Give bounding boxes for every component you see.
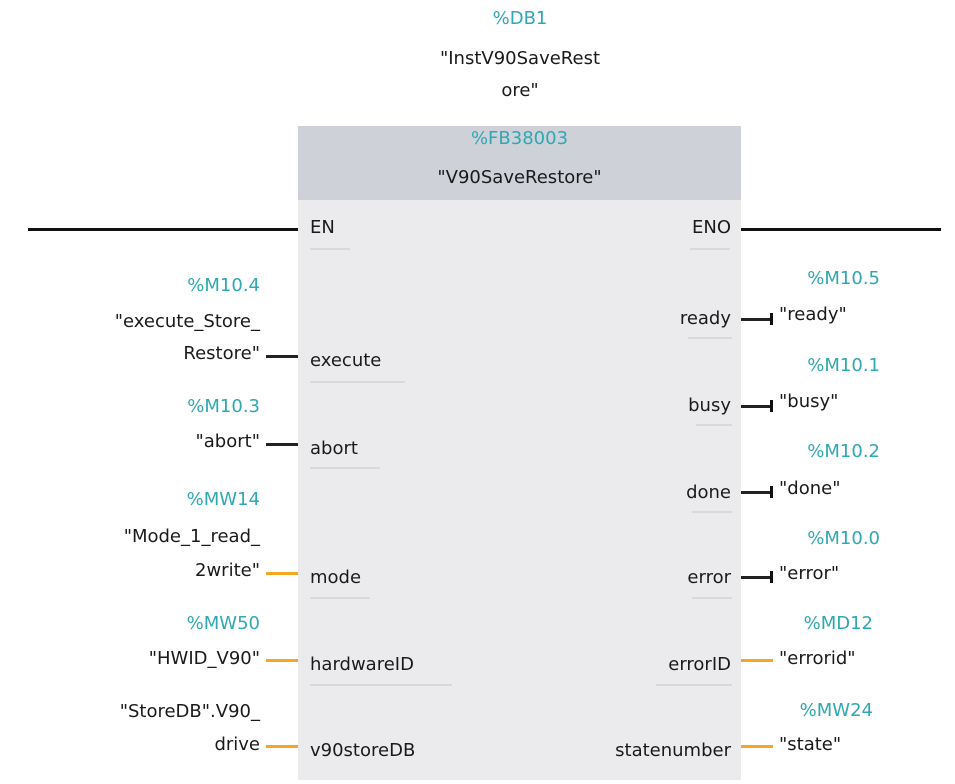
execute-tag-line1[interactable]: "execute_Store_ <box>114 311 260 332</box>
ready-wire <box>741 318 771 321</box>
pin-hardwareid-underline <box>310 684 452 686</box>
pin-busy[interactable]: busy <box>688 395 731 416</box>
mode-wire <box>266 572 298 575</box>
instance-db-name-line1: "InstV90SaveRest <box>439 48 601 69</box>
error-address: %M10.0 <box>807 528 880 549</box>
function-block-header[interactable] <box>298 126 741 200</box>
errorid-tag[interactable]: "errorid" <box>779 648 856 669</box>
pin-ready-underline <box>688 337 732 339</box>
pin-errorid[interactable]: errorID <box>668 654 731 675</box>
error-coil-tick <box>770 571 773 583</box>
statenumber-wire <box>741 745 773 748</box>
mode-address: %MW14 <box>186 489 260 510</box>
en-power-line <box>28 228 298 231</box>
pin-busy-underline <box>696 424 732 426</box>
hardwareid-tag[interactable]: "HWID_V90" <box>148 648 260 669</box>
pin-errorid-underline <box>656 684 732 686</box>
done-wire <box>741 491 771 494</box>
hardwareid-wire <box>266 659 298 662</box>
pin-abort-underline <box>310 467 380 469</box>
errorid-wire <box>741 659 773 662</box>
abort-tag[interactable]: "abort" <box>195 431 261 452</box>
pin-ready[interactable]: ready <box>679 308 731 329</box>
hardwareid-address: %MW50 <box>186 613 260 634</box>
execute-wire <box>266 355 298 358</box>
pin-eno[interactable]: ENO <box>691 217 731 238</box>
pin-v90storedb[interactable]: v90storeDB <box>310 740 416 761</box>
function-block-name: "V90SaveRestore" <box>437 167 602 188</box>
pin-abort[interactable]: abort <box>310 438 358 459</box>
error-wire <box>741 576 771 579</box>
done-address: %M10.2 <box>807 441 880 462</box>
abort-wire <box>266 443 298 446</box>
pin-done[interactable]: done <box>686 482 731 503</box>
v90storedb-tag-line1[interactable]: "StoreDB".V90_ <box>119 701 260 722</box>
error-tag[interactable]: "error" <box>779 563 840 584</box>
ready-address: %M10.5 <box>807 268 880 289</box>
v90storedb-tag-line2[interactable]: drive <box>214 734 260 755</box>
execute-address: %M10.4 <box>187 275 260 296</box>
v90storedb-wire <box>266 745 298 748</box>
statenumber-address: %MW24 <box>799 700 873 721</box>
abort-address: %M10.3 <box>187 396 260 417</box>
pin-en[interactable]: EN <box>310 217 335 238</box>
done-coil-tick <box>770 486 773 498</box>
ready-tag[interactable]: "ready" <box>779 304 847 325</box>
execute-tag-line2[interactable]: Restore" <box>183 343 260 364</box>
eno-power-line <box>741 228 941 231</box>
pin-mode-underline <box>310 597 370 599</box>
pin-statenumber[interactable]: statenumber <box>615 740 731 761</box>
mode-tag-line1[interactable]: "Mode_1_read_ <box>123 526 260 547</box>
pin-hardwareid[interactable]: hardwareID <box>310 654 414 675</box>
done-tag[interactable]: "done" <box>779 478 841 499</box>
pin-mode[interactable]: mode <box>310 567 362 588</box>
function-block-address: %FB38003 <box>470 128 569 149</box>
errorid-address: %MD12 <box>803 613 873 634</box>
busy-address: %M10.1 <box>807 355 880 376</box>
pin-error[interactable]: error <box>687 567 731 588</box>
pin-execute[interactable]: execute <box>310 350 382 371</box>
statenumber-tag[interactable]: "state" <box>779 734 842 755</box>
instance-db-name-line2: ore" <box>501 80 539 101</box>
busy-wire <box>741 405 771 408</box>
pin-execute-underline <box>310 381 405 383</box>
mode-tag-line2[interactable]: 2write" <box>195 560 260 581</box>
busy-coil-tick <box>770 400 773 412</box>
ready-coil-tick <box>770 313 773 325</box>
busy-tag[interactable]: "busy" <box>779 391 839 412</box>
function-block-body[interactable] <box>298 126 741 780</box>
pin-en-underline <box>310 248 350 250</box>
instance-db-address: %DB1 <box>492 8 548 29</box>
pin-error-underline <box>692 597 732 599</box>
pin-eno-underline <box>690 248 730 250</box>
pin-done-underline <box>692 511 732 513</box>
